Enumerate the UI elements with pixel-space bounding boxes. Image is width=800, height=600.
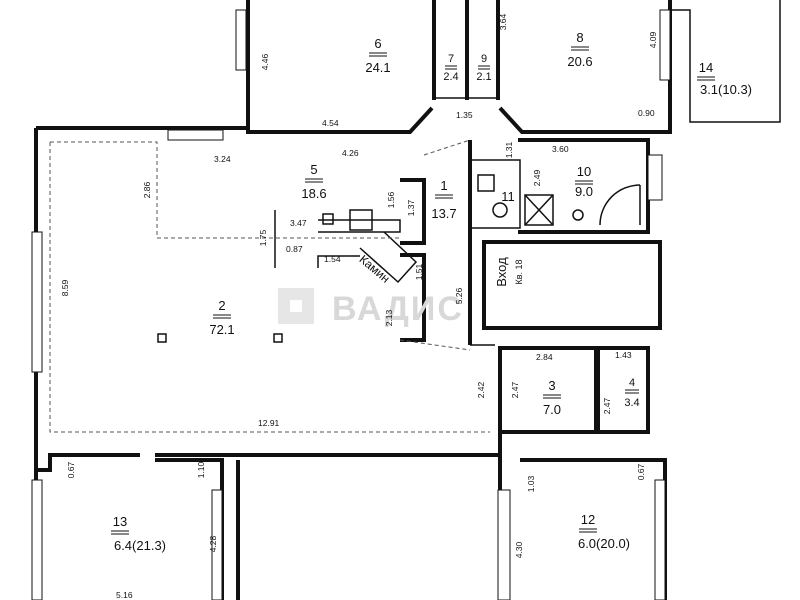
watermark-text: ВАДИС	[332, 290, 464, 328]
room-number: 13	[113, 514, 127, 529]
dimension-label: 3.60	[552, 144, 569, 154]
room-label-11: 11	[501, 189, 515, 204]
room-number: 6	[374, 36, 381, 51]
room-area: 2.1	[476, 71, 491, 83]
room-area: 6.0(20.0)	[578, 536, 630, 551]
dimension-label: 2.47	[602, 397, 612, 414]
room-number: 1	[440, 178, 447, 193]
sink-icon	[322, 213, 334, 225]
room-number: 8	[576, 30, 583, 45]
room-label-7: 7 2.4	[443, 53, 458, 83]
dimension-label: 4.54	[322, 118, 339, 128]
room-label-4: 4 3.4	[624, 377, 639, 409]
dimension-label: 1.31	[504, 141, 514, 158]
dimension-label: 1.43	[615, 350, 632, 360]
dimension-label: 4.30	[514, 541, 524, 558]
apartment-label: Кв. 18	[514, 259, 524, 284]
dimension-label: 1.10	[196, 461, 206, 478]
column-marker	[273, 333, 283, 343]
dimension-label: 2.84	[536, 352, 553, 362]
dimension-label: 1.35	[456, 110, 473, 120]
room-area: 72.1	[209, 322, 234, 337]
dimension-label: 2.86	[142, 181, 152, 198]
walls	[31, 0, 781, 600]
dimension-label: 4.46	[260, 53, 270, 70]
room-label-6: 6 24.1	[365, 36, 390, 75]
room-label-3: 3 7.0	[543, 378, 561, 417]
column-marker	[157, 333, 167, 343]
room-number: 5	[310, 162, 317, 177]
room-area: 2.4	[443, 71, 458, 83]
dimension-label: 5.16	[116, 590, 133, 600]
room-area: 13.7	[431, 206, 456, 221]
dimension-label: 2.47	[510, 381, 520, 398]
dimension-label: 4.28	[208, 535, 218, 552]
dimension-label: 5.26	[454, 287, 464, 304]
dimension-label: 1.03	[526, 475, 536, 492]
room-label-14: 14 3.1(10.3)	[697, 60, 752, 97]
dimension-label: 4.09	[648, 31, 658, 48]
room-area: 3.4	[624, 397, 639, 409]
dimension-label: 1.54	[324, 254, 341, 264]
room-number: 12	[581, 512, 595, 527]
fireplace-label: Камин	[357, 252, 393, 285]
entrance-label: Вход	[494, 257, 509, 287]
room-number: 10	[577, 164, 591, 179]
room-label-9: 9 2.1	[476, 53, 491, 83]
room-area: 3.1(10.3)	[700, 82, 752, 97]
dimension-label: 1.56	[386, 191, 396, 208]
dimension-label: 1.75	[258, 229, 268, 246]
dimension-label: 1.51	[414, 263, 424, 280]
room-label-5: 5 18.6	[301, 162, 326, 201]
room-area: 20.6	[567, 54, 592, 69]
dimension-label: 8.59	[60, 279, 70, 296]
dimension-label: 3.64	[498, 13, 508, 30]
room-area: 6.4(21.3)	[114, 538, 166, 553]
dimension-label: 0.87	[286, 244, 303, 254]
room-area: 24.1	[365, 60, 390, 75]
room-number: 3	[548, 378, 555, 393]
dimension-label: 3.47	[290, 218, 307, 228]
room-number: 11	[501, 189, 515, 204]
room-area: 7.0	[543, 402, 561, 417]
room-number: 4	[629, 377, 635, 389]
room-label-10: 10 9.0	[575, 164, 593, 199]
stove-icon	[349, 209, 373, 231]
room-label-13: 13 6.4(21.3)	[111, 514, 166, 553]
room-number: 14	[699, 60, 713, 75]
dimension-label: 3.24	[214, 154, 231, 164]
dimension-label: 4.26	[342, 148, 359, 158]
room-label-8: 8 20.6	[567, 30, 592, 69]
dimension-label: 2.42	[476, 381, 486, 398]
room-number: 7	[448, 53, 454, 65]
watermark-logo: ВАДИС	[278, 288, 464, 328]
dimension-label: 0.67	[66, 461, 76, 478]
dimension-label: 2.13	[384, 309, 394, 326]
dimension-label: 12.91	[258, 418, 280, 428]
room-number: 2	[218, 298, 225, 313]
room-number: 9	[481, 53, 487, 65]
dimension-label: 1.37	[406, 199, 416, 216]
dimension-labels: 4.46 4.54 1.35 3.64 4.09 0.90 3.24 4.26 …	[60, 13, 658, 600]
dimension-label: 2.49	[532, 169, 542, 186]
room-label-12: 12 6.0(20.0)	[578, 512, 630, 551]
room-label-2: 2 72.1	[209, 298, 234, 337]
room-label-1: 1 13.7	[431, 178, 456, 221]
room-area: 9.0	[575, 184, 593, 199]
dimension-label: 0.90	[638, 108, 655, 118]
dimension-label: 0.67	[636, 463, 646, 480]
room-area: 18.6	[301, 186, 326, 201]
